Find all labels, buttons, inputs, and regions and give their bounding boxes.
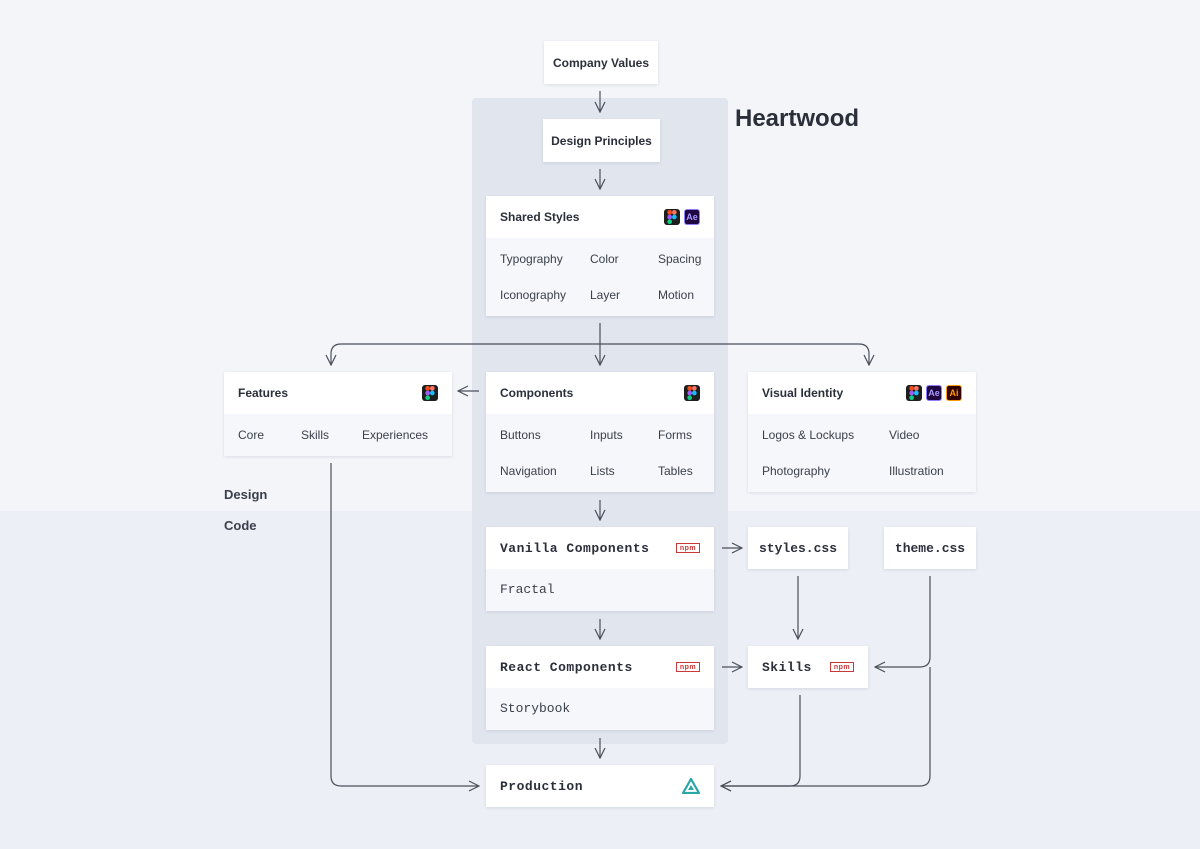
npm-icon: npm: [676, 662, 700, 672]
list-item: Photography: [762, 464, 831, 478]
list-item: Forms: [658, 428, 692, 442]
list-item: Experiences: [362, 428, 429, 442]
figma-icon: [422, 385, 438, 401]
production-node: Production: [486, 765, 714, 807]
list-item: Tables: [658, 464, 693, 478]
react-components-body: Storybook: [486, 688, 714, 730]
list-item: Storybook: [500, 701, 571, 716]
company-values-label: Company Values: [552, 55, 650, 70]
list-item: Typography: [500, 252, 563, 266]
npm-icon: npm: [830, 662, 854, 672]
arrow-split-to-features: [331, 343, 600, 365]
vanilla-components-body: Fractal: [486, 569, 714, 611]
design-principles-label: Design Principles: [551, 133, 652, 148]
react-components-card: React Components npm Storybook: [486, 646, 714, 730]
skills-node: Skills npm: [748, 646, 868, 688]
shared-styles-title: Shared Styles: [500, 210, 580, 224]
components-header: Components: [486, 372, 714, 414]
arrow-skills-to-production: [721, 695, 801, 786]
components-card: Components Buttons Inputs Forms Navigati…: [486, 372, 714, 492]
arrow-theme-to-production: [721, 667, 931, 786]
list-item: Buttons: [500, 428, 541, 442]
list-item: Navigation: [500, 464, 557, 478]
list-item: Spacing: [658, 252, 702, 266]
design-principles-node: Design Principles: [543, 119, 660, 162]
production-header: Production: [486, 765, 714, 807]
list-item: Skills: [301, 428, 330, 442]
production-label: Production: [500, 778, 584, 794]
react-components-header: React Components npm: [486, 646, 714, 688]
components-body: Buttons Inputs Forms Navigation Lists Ta…: [486, 414, 714, 492]
features-header: Features: [224, 372, 452, 414]
styles-css-label: styles.css: [758, 540, 837, 556]
vanilla-components-header: Vanilla Components npm: [486, 527, 714, 569]
company-values-node: Company Values: [544, 41, 658, 84]
skills-label: Skills: [762, 659, 812, 675]
after-effects-icon: Ae: [684, 209, 700, 225]
features-card: Features Core Skills Experiences: [224, 372, 452, 456]
after-effects-icon: Ae: [926, 385, 942, 401]
list-item: Iconography: [500, 288, 567, 302]
arrow-split-to-visual: [600, 343, 869, 365]
list-item: Video: [889, 428, 920, 442]
list-item: Layer: [590, 288, 621, 302]
vanilla-components-title: Vanilla Components: [500, 540, 650, 556]
features-body: Core Skills Experiences: [224, 414, 452, 456]
list-item: Color: [590, 252, 619, 266]
section-label-code: Code: [224, 518, 257, 533]
list-item: Illustration: [889, 464, 944, 478]
features-title: Features: [238, 386, 289, 400]
arrow-features-to-production: [330, 463, 479, 786]
shared-styles-card: Shared Styles Ae Typography Color Spacin…: [486, 196, 714, 316]
figma-icon: [906, 385, 922, 401]
theme-css-label: theme.css: [894, 540, 966, 556]
components-title: Components: [500, 386, 574, 400]
shared-styles-header: Shared Styles Ae: [486, 196, 714, 238]
skills-header: Skills npm: [748, 646, 868, 688]
list-item: Inputs: [590, 428, 623, 442]
figma-icon: [664, 209, 680, 225]
deploy-logo-icon: [681, 777, 701, 798]
react-components-title: React Components: [500, 659, 633, 675]
theme-css-node: theme.css: [884, 527, 976, 569]
shared-styles-body: Typography Color Spacing Iconography Lay…: [486, 238, 714, 316]
list-item: Logos & Lockups: [762, 428, 855, 442]
visual-identity-header: Visual Identity Ae Ai: [748, 372, 976, 414]
npm-icon: npm: [676, 543, 700, 553]
styles-css-node: styles.css: [748, 527, 848, 569]
list-item: Motion: [658, 288, 695, 302]
page-title: Heartwood: [735, 105, 860, 132]
vanilla-components-card: Vanilla Components npm Fractal: [486, 527, 714, 611]
list-item: Core: [238, 428, 265, 442]
list-item: Fractal: [500, 582, 555, 597]
list-item: Lists: [590, 464, 615, 478]
section-label-design: Design: [224, 487, 268, 502]
arrow-theme-to-skills: [875, 576, 931, 667]
visual-identity-card: Visual Identity Ae Ai Logos & Lockups Vi…: [748, 372, 976, 492]
illustrator-icon: Ai: [946, 385, 962, 401]
visual-identity-title: Visual Identity: [762, 386, 844, 400]
figma-icon: [684, 385, 700, 401]
visual-identity-body: Logos & Lockups Video Photography Illust…: [748, 414, 976, 492]
